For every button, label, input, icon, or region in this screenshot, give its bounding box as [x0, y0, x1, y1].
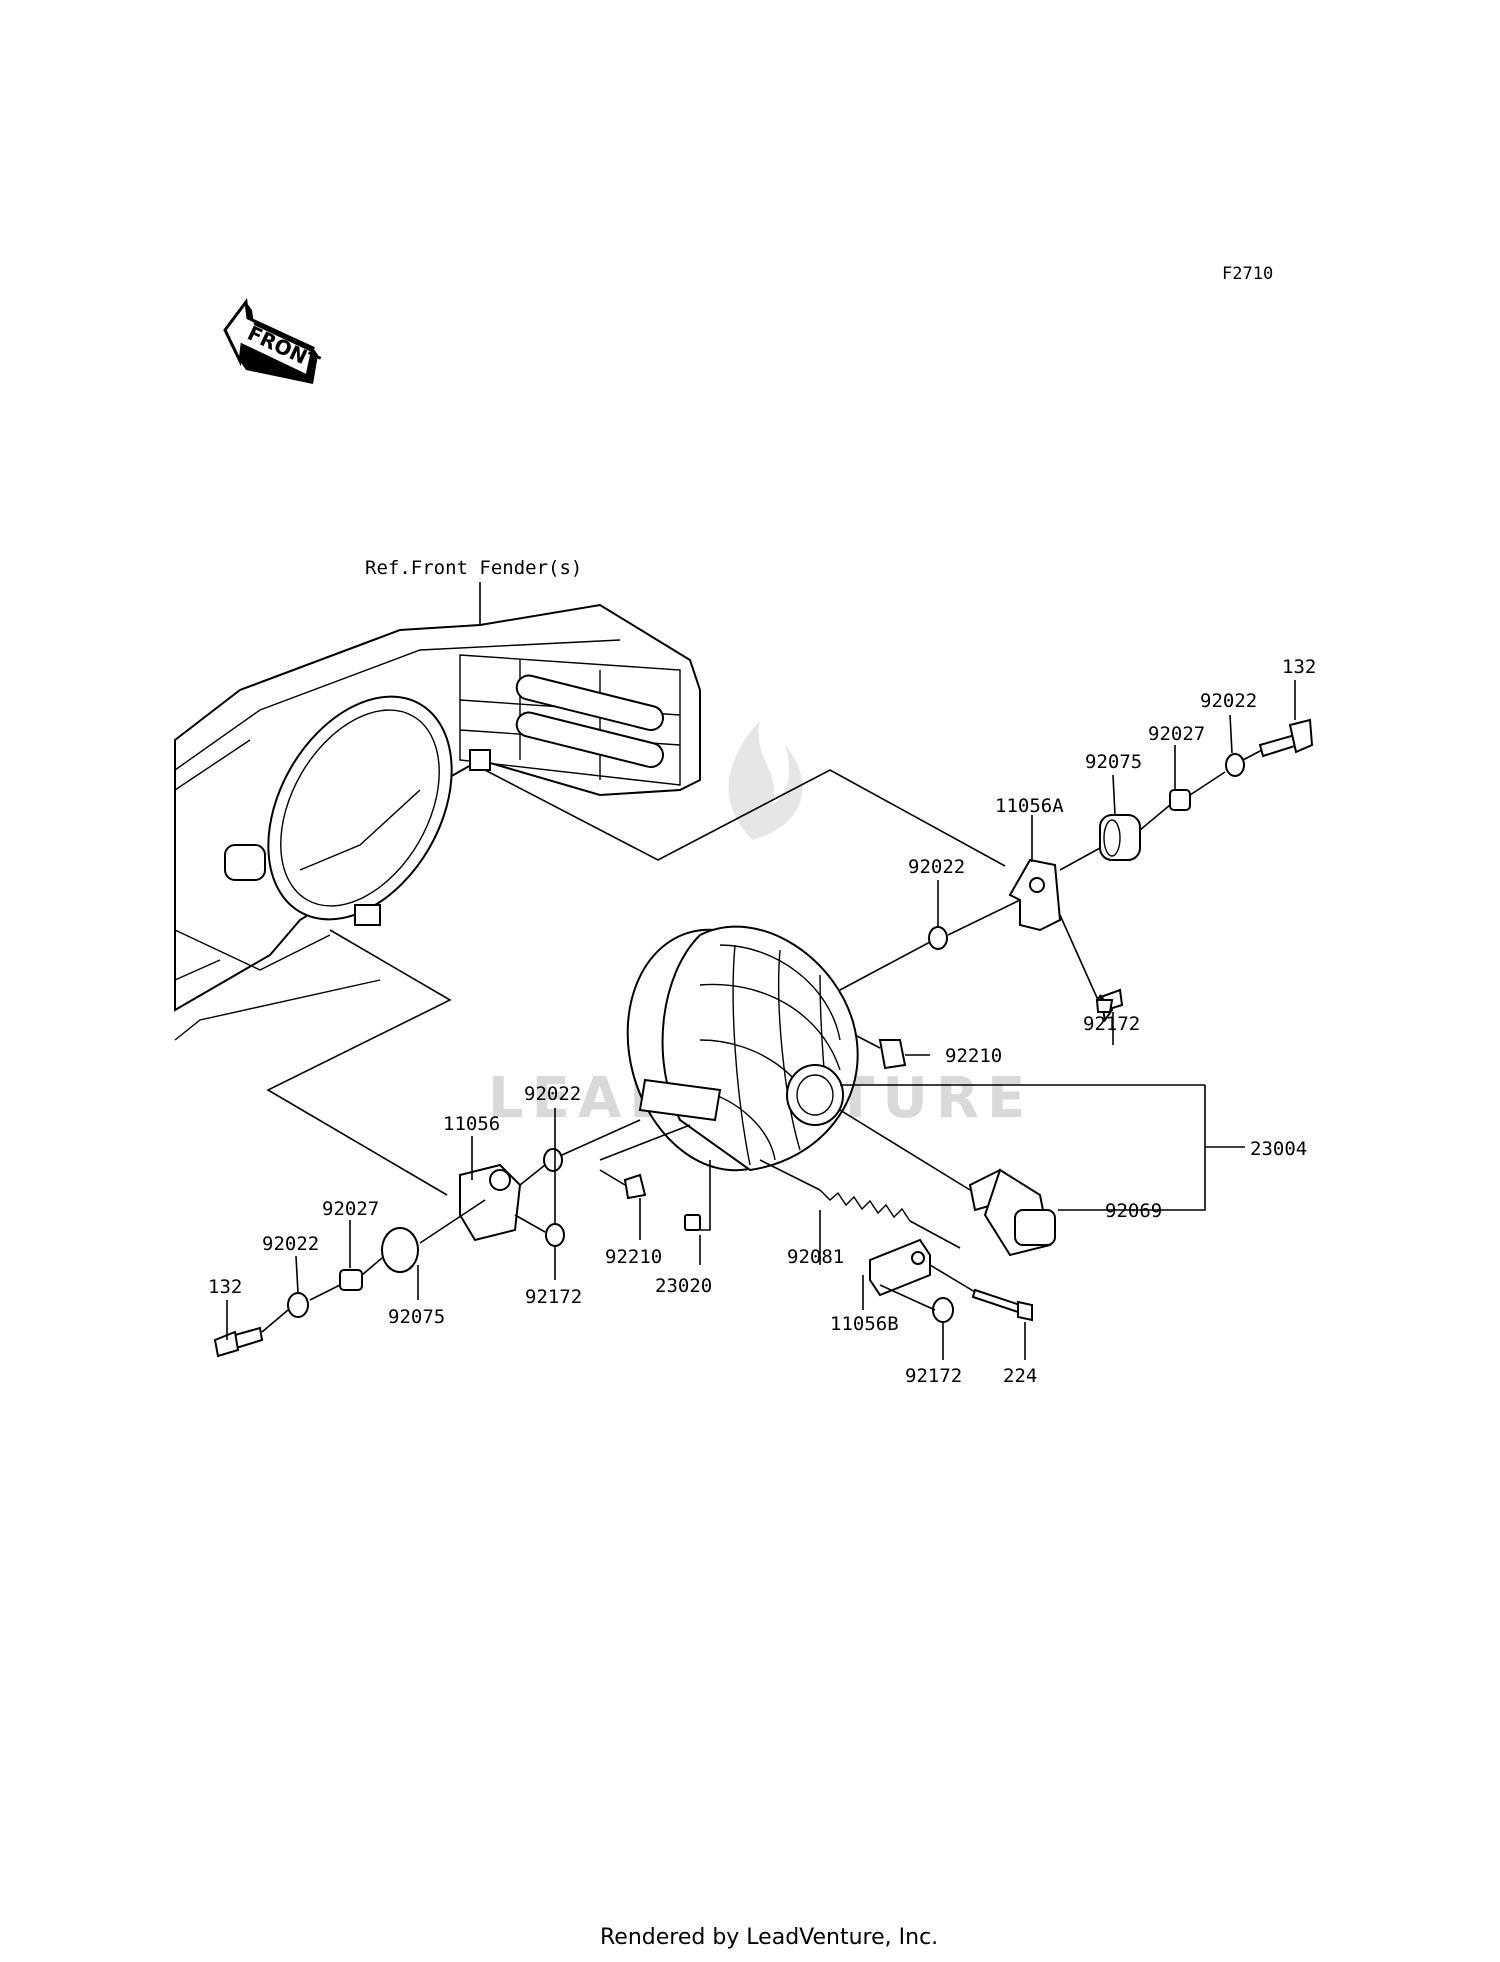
left-mount-parts: [213, 1148, 701, 1358]
callout-23004: 23004: [1250, 1138, 1307, 1160]
callout-92172-left: 92172: [525, 1286, 582, 1308]
part-callouts: 132 92022 92027 92075 11056A 92022 92172…: [208, 656, 1316, 1387]
callout-92069: 92069: [1105, 1200, 1162, 1222]
callout-92210-left: 92210: [605, 1246, 662, 1268]
callout-92022-far-left: 92022: [262, 1233, 319, 1255]
footer-credit: Rendered by LeadVenture, Inc.: [600, 1925, 938, 1950]
callout-92022-left: 92022: [524, 1083, 581, 1105]
bracket-11056B: [869, 1238, 931, 1297]
callout-92172-right: 92172: [1083, 1013, 1140, 1035]
bulb-92069: [968, 1168, 1056, 1257]
callout-224: 224: [1003, 1365, 1037, 1387]
callout-92027-left: 92027: [322, 1198, 379, 1220]
right-mount-parts: [928, 718, 1314, 1023]
callout-11056A: 11056A: [995, 795, 1064, 817]
callout-11056: 11056: [443, 1113, 500, 1135]
screw-224: [971, 1288, 1022, 1314]
callout-92081: 92081: [787, 1246, 844, 1268]
callout-92075-left: 92075: [388, 1306, 445, 1328]
front-arrow-icon: FRONT: [223, 298, 324, 384]
clip-92210-right: [878, 1039, 907, 1070]
callout-23020: 23020: [655, 1275, 712, 1297]
headlight-assembly: [626, 925, 859, 1172]
callout-11056B: 11056B: [830, 1313, 899, 1335]
callout-92027-right: 92027: [1148, 723, 1205, 745]
callout-92172-bottom: 92172: [905, 1365, 962, 1387]
callout-92022-middle: 92022: [908, 856, 965, 878]
callout-132-right: 132: [1282, 656, 1316, 678]
callout-92022-right: 92022: [1200, 690, 1257, 712]
figure-code: F2710: [1222, 264, 1273, 284]
callout-132-left: 132: [208, 1276, 242, 1298]
front-fender-housing: [174, 603, 701, 1041]
spring-92081: [819, 1189, 911, 1222]
reference-label: Ref.Front Fender(s): [365, 557, 582, 579]
callout-92210-right: 92210: [945, 1045, 1002, 1067]
callout-92075-right: 92075: [1085, 751, 1142, 773]
